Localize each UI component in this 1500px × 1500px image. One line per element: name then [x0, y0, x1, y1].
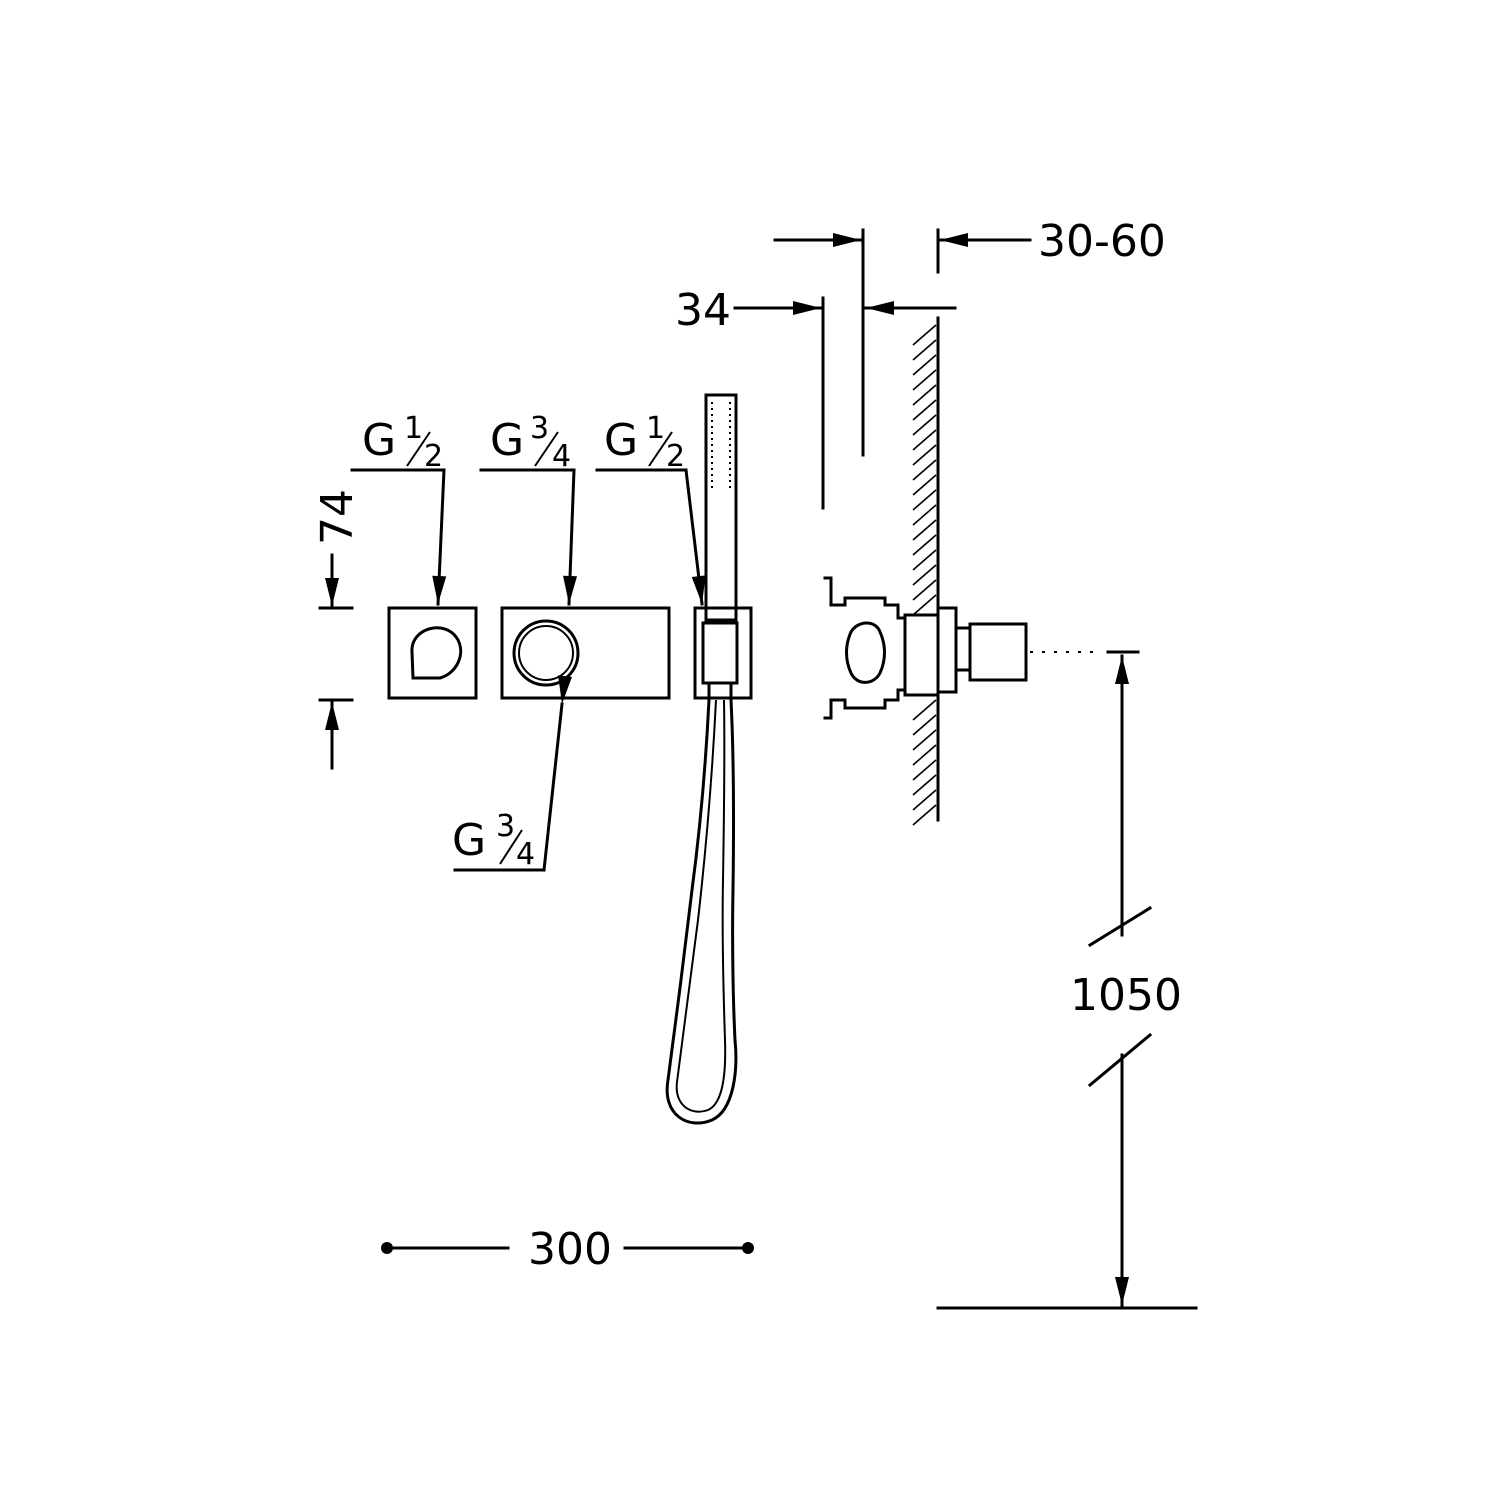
- dimension-1050-label: 1050: [1070, 970, 1182, 1021]
- hatch-line: [912, 474, 937, 496]
- dimension-74: 74: [312, 489, 363, 770]
- dimension-34: 34: [675, 285, 957, 510]
- hatch-line: [912, 324, 937, 346]
- hatch-line: [912, 699, 937, 721]
- hatch-line: [912, 804, 937, 826]
- dimension-34-label: 34: [675, 285, 731, 336]
- hatch-line: [912, 759, 937, 781]
- connection-left-g: G: [362, 415, 396, 466]
- hatch-line: [912, 459, 937, 481]
- dimension-74-label: 74: [312, 489, 363, 545]
- hatch-line: [912, 549, 937, 571]
- connection-left-num: 1: [404, 411, 423, 446]
- hand-shower: [665, 393, 753, 1125]
- connection-right-den: 2: [666, 439, 685, 474]
- wall-hatching: [912, 324, 937, 826]
- hatch-line: [912, 729, 937, 751]
- hatch-line: [912, 414, 937, 436]
- hatch-line: [912, 489, 937, 511]
- connection-bottom-den: 4: [516, 837, 535, 872]
- hatch-line: [912, 519, 937, 541]
- hatch-line: [912, 564, 937, 586]
- hatch-line: [912, 744, 937, 766]
- connection-bottom-g: G: [452, 815, 486, 866]
- dimension-30-60: 30-60: [773, 216, 1166, 457]
- hatch-line: [912, 594, 937, 616]
- hatch-line: [912, 429, 937, 451]
- dimension-300: 300: [381, 1224, 754, 1275]
- hatch-line: [912, 714, 937, 736]
- connection-middle-num: 3: [530, 411, 549, 446]
- hatch-line: [912, 369, 937, 391]
- hatch-line: [912, 354, 937, 376]
- hatch-line: [912, 384, 937, 406]
- wall: [912, 316, 940, 826]
- connection-label-left: G 1 2: [350, 411, 447, 606]
- connection-left-den: 2: [424, 439, 443, 474]
- left-handle-plate: [387, 606, 478, 700]
- thermostat-plate: [500, 606, 671, 700]
- hatch-line: [912, 579, 937, 601]
- hatch-line: [912, 534, 937, 556]
- hatch-line: [912, 504, 937, 526]
- hatch-line: [912, 444, 937, 466]
- connection-label-right: G 1 2: [595, 411, 706, 606]
- hatch-line: [912, 399, 937, 421]
- embedded-body-side-view: [823, 576, 1100, 720]
- connection-bottom-num: 3: [496, 809, 515, 844]
- connection-label-middle: G 3 4: [479, 411, 578, 606]
- connection-right-num: 1: [646, 411, 665, 446]
- connection-right-g: G: [604, 415, 638, 466]
- dimension-300-label: 300: [528, 1224, 612, 1275]
- dimension-30-60-label: 30-60: [1038, 216, 1166, 267]
- connection-middle-g: G: [490, 415, 524, 466]
- hatch-line: [912, 774, 937, 796]
- hatch-line: [912, 789, 937, 811]
- connection-label-bottom: G 3 4: [452, 675, 572, 872]
- dimension-1050: 1050: [936, 650, 1198, 1310]
- connection-middle-den: 4: [552, 439, 571, 474]
- hatch-line: [912, 339, 937, 361]
